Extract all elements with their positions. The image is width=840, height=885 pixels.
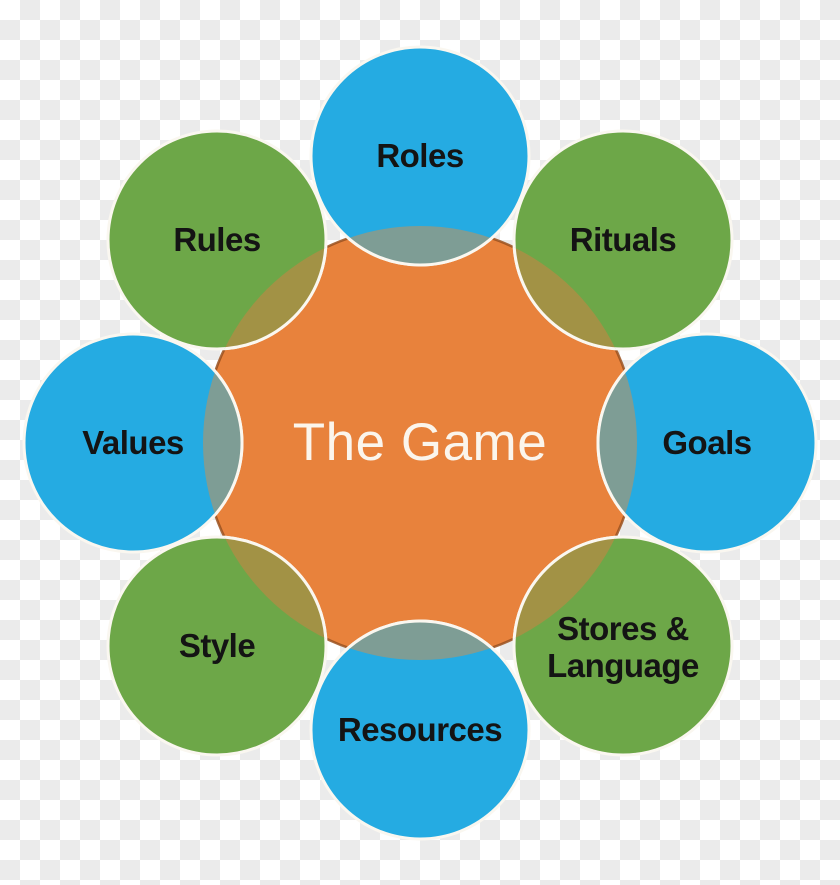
- overlap-lens-resources: [309, 619, 531, 660]
- overlap-lens-values: [203, 332, 244, 554]
- node-label-rituals: Rituals: [570, 221, 677, 258]
- overlap-lens-roles: [309, 226, 531, 267]
- overlap-lens-goals: [596, 332, 637, 554]
- node-label-values: Values: [82, 424, 184, 461]
- node-label-goals: Goals: [662, 424, 751, 461]
- node-label-stores-language: Stores &Language: [547, 610, 699, 684]
- node-label-style: Style: [179, 627, 256, 664]
- node-label-roles: Roles: [376, 137, 463, 174]
- center-label: The Game: [293, 413, 547, 472]
- node-label-rules: Rules: [173, 221, 260, 258]
- node-label-resources: Resources: [338, 711, 502, 748]
